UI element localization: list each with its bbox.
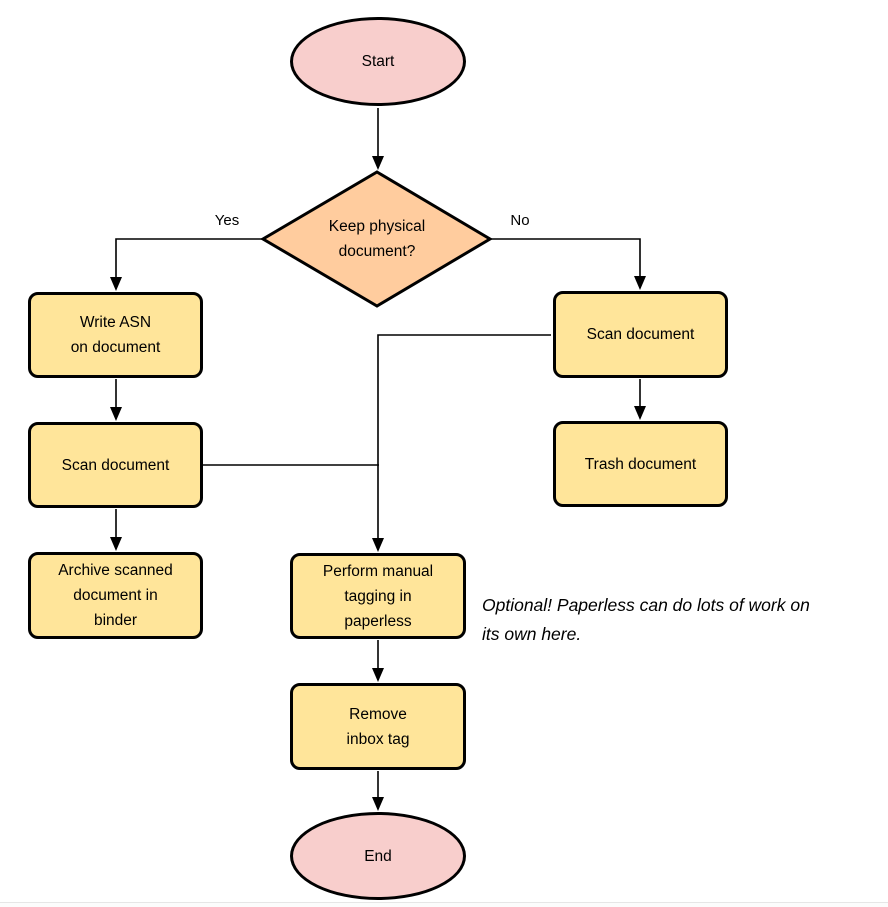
decision-diamond	[260, 170, 493, 308]
node-scan-document-left: Scan document	[28, 422, 203, 508]
node-scan-document-right: Scan document	[553, 291, 728, 378]
node-start-label: Start	[361, 53, 395, 70]
node-start: Start	[290, 17, 466, 106]
node-end-label: End	[364, 847, 392, 865]
node-end: End	[290, 812, 466, 900]
edge-decision-yes-to-write-asn	[110, 238, 263, 291]
edge-label-yes: Yes	[214, 212, 240, 229]
bottom-strip	[0, 903, 888, 907]
annotation-note: Optional! Paperless can do lots of work …	[482, 595, 810, 644]
edge-scan-right-to-perform-tagging	[372, 334, 551, 552]
node-scan-document-right-label: Scan document	[586, 326, 695, 343]
edge-label-no: No	[510, 212, 530, 229]
node-trash-document-label: Trash document	[584, 455, 697, 473]
node-trash-document: Trash document	[553, 421, 728, 507]
node-scan-document-left-label: Scan document	[61, 456, 170, 474]
bottom-divider	[0, 902, 888, 903]
edge-decision-no-to-scan-right	[489, 238, 646, 290]
